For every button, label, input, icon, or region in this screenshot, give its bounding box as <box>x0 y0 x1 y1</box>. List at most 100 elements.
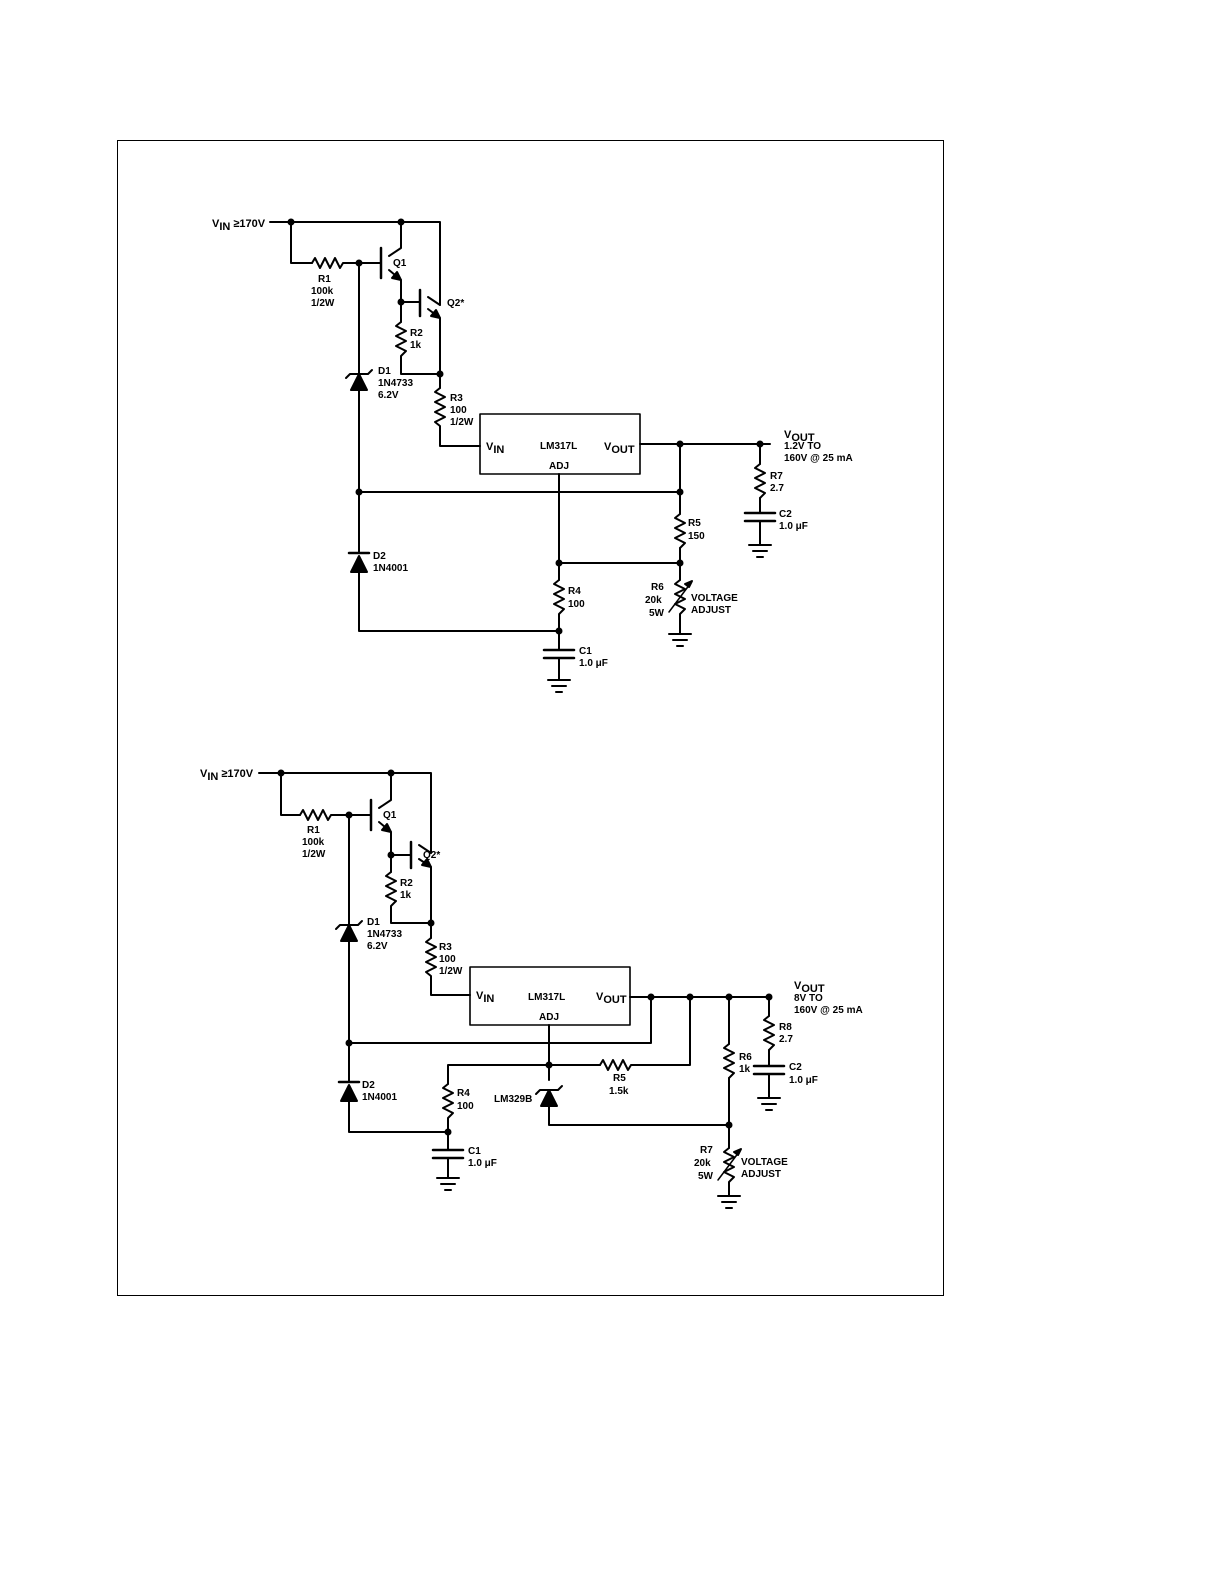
lm329b-label: LM329B <box>494 1094 532 1105</box>
r6-value: 20k <box>645 595 662 606</box>
r4-value: 100 <box>568 599 585 610</box>
r2-value: 1k <box>400 890 412 901</box>
vin-label: VIN ≥170V <box>212 218 266 233</box>
r8-resistor <box>763 1015 775 1051</box>
d2-diode <box>350 555 368 573</box>
ground-icon <box>748 544 772 558</box>
r6-ref: R6 <box>651 582 664 593</box>
r7-value: 2.7 <box>770 483 784 494</box>
ground-icon <box>547 679 571 693</box>
wire <box>548 1105 730 1126</box>
wire <box>418 858 432 924</box>
r5-ref: R5 <box>613 1073 626 1084</box>
r7-adjust-arrowhead-icon <box>733 1148 742 1156</box>
r6-resistor <box>674 579 686 617</box>
wire <box>418 844 432 854</box>
d1-part: 1N4733 <box>367 929 402 940</box>
adjust-line1: VOLTAGE <box>691 593 738 604</box>
lm329b-reference-diode <box>540 1089 558 1107</box>
lm317l-ic <box>469 966 631 1026</box>
wire <box>447 1064 601 1085</box>
wire <box>427 296 441 306</box>
r1-ref: R1 <box>318 274 331 285</box>
ground-icon <box>717 1195 741 1209</box>
ic-vin-pin: VIN <box>476 990 494 1005</box>
r1-value: 100k <box>311 286 334 297</box>
r7-ref: R7 <box>770 471 783 482</box>
wire <box>633 996 691 1066</box>
ic-vout-pin: VOUT <box>596 991 627 1006</box>
r7-resistor <box>754 463 766 499</box>
r6-resistor <box>723 1043 735 1079</box>
q2-label: Q2* <box>447 298 464 309</box>
r2-resistor <box>395 321 407 359</box>
c1-value: 1.0 μF <box>579 658 608 669</box>
r1-rating: 1/2W <box>302 849 326 860</box>
r4-value: 100 <box>457 1101 474 1112</box>
wire <box>348 996 652 1044</box>
wire <box>427 308 441 375</box>
junction-dots <box>277 769 773 1136</box>
c2-ref: C2 <box>789 1062 802 1073</box>
wire <box>348 1100 449 1133</box>
labels-circuit-1: VIN ≥170V R1 100k 1/2W Q1 Q2* R2 1k D1 1… <box>212 218 853 669</box>
r1-resistor <box>311 257 347 269</box>
ic-name: LM317L <box>528 992 565 1003</box>
q1-label: Q1 <box>383 810 397 821</box>
d2-ref: D2 <box>373 551 386 562</box>
q2-emitter-arrow-icon <box>430 309 441 319</box>
r7-value: 20k <box>694 1158 711 1169</box>
r6-rating: 5W <box>649 608 665 619</box>
vout-range-line1: 1.2V TO <box>784 441 821 452</box>
adjust-line2: ADJUST <box>741 1169 781 1180</box>
wire <box>269 221 441 306</box>
c2-value: 1.0 μF <box>779 521 808 532</box>
d1-zener-diode <box>340 924 358 942</box>
r2-value: 1k <box>410 340 422 351</box>
c1-ref: C1 <box>579 646 592 657</box>
ic-vin-pin: VIN <box>486 441 504 456</box>
ground-icon <box>668 633 692 647</box>
wire <box>258 772 432 854</box>
vout-label: VOUT <box>784 429 815 444</box>
d1-voltage: 6.2V <box>378 390 399 401</box>
r6-adjust-arrowhead-icon <box>684 580 693 588</box>
ground-icon <box>757 1097 781 1111</box>
wire <box>388 221 402 257</box>
q2-label: Q2* <box>423 850 440 861</box>
wire <box>358 571 560 632</box>
r1-rating: 1/2W <box>311 298 335 309</box>
lm329b-zener-bar <box>535 1085 563 1095</box>
q1-emitter-arrow-icon <box>391 271 402 281</box>
r8-ref: R8 <box>779 1022 792 1033</box>
r7-adjust-arrow <box>717 1151 740 1181</box>
r1-ref: R1 <box>307 825 320 836</box>
r3-value: 100 <box>439 954 456 965</box>
r4-resistor <box>553 579 565 621</box>
d2-diode <box>340 1084 358 1102</box>
r2-ref: R2 <box>410 328 423 339</box>
c2-ref: C2 <box>779 509 792 520</box>
r4-ref: R4 <box>457 1088 470 1099</box>
wire <box>439 429 481 447</box>
r5-resistor <box>674 513 686 549</box>
vout-range-line1: 8V TO <box>794 993 823 1004</box>
q1-emitter-arrow-icon <box>381 823 392 833</box>
circuit-1 <box>269 218 777 693</box>
junction-dots <box>287 218 764 635</box>
r6-value: 1k <box>739 1064 751 1075</box>
r7-ref: R7 <box>700 1145 713 1156</box>
labels-circuit-2: VIN ≥170V R1 100k 1/2W Q1 Q2* R2 1k D1 1… <box>200 768 863 1182</box>
d1-zener-diode <box>350 373 368 391</box>
r4-resistor <box>442 1083 454 1121</box>
r1-resistor <box>299 809 335 821</box>
c2-value: 1.0 μF <box>789 1075 818 1086</box>
d1-ref: D1 <box>367 917 380 928</box>
wire <box>378 772 392 809</box>
ic-vout-pin: VOUT <box>604 441 635 456</box>
r3-resistor <box>434 387 446 431</box>
c1-value: 1.0 μF <box>468 1158 497 1169</box>
adjust-line1: VOLTAGE <box>741 1157 788 1168</box>
r3-ref: R3 <box>450 393 463 404</box>
